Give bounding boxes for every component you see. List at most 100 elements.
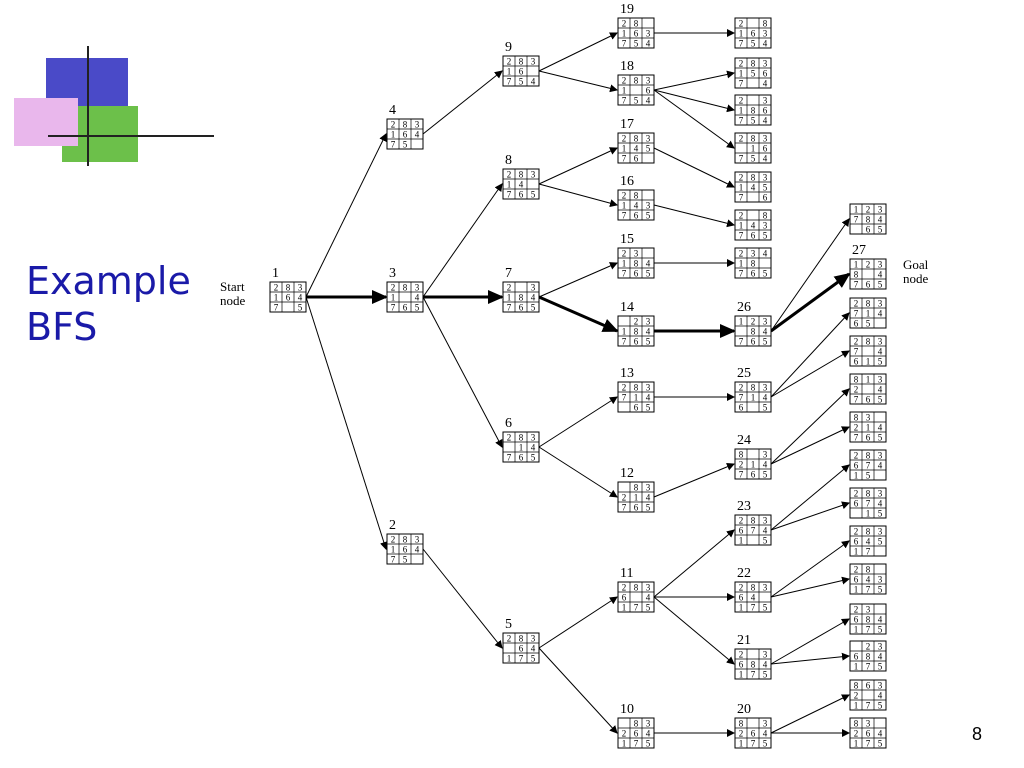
board-tile: 7 [866,461,871,471]
board-tile: 3 [646,76,651,86]
board-tile: 6 [739,403,744,413]
board-tile: 4 [763,327,768,337]
board-tile: 5 [634,39,639,49]
board-tile: 1 [739,183,744,193]
board-tile: 7 [751,739,756,749]
board-tile: 5 [878,585,883,595]
board-tile: 1 [854,205,859,215]
board-frame [617,189,655,221]
board-tile: 2 [622,76,627,86]
board-tile: 2 [854,489,859,499]
board-tile: 7 [739,79,744,89]
board-tile: 1 [507,180,512,190]
board-tile: 7 [854,395,859,405]
board-tile: 7 [866,625,871,635]
board-tile: 3 [763,221,768,231]
board-tile: 7 [622,337,627,347]
board-tile: 5 [763,536,768,546]
board-frame [734,648,772,680]
board-tile: 8 [634,483,639,493]
board-tile: 5 [878,662,883,672]
board-tile: 1 [622,144,627,154]
board-tile: 7 [391,555,396,565]
board-tile: 8 [751,583,756,593]
board-frame [734,581,772,613]
board-frame [502,431,540,463]
board-frame [734,717,772,749]
board-tile: 2 [622,729,627,739]
node-number-label: 26 [737,300,751,315]
board-tile: 6 [286,293,291,303]
board-tile: 4 [751,221,756,231]
board-tile: 8 [751,383,756,393]
board-tile: 5 [646,144,651,154]
board-tile: 3 [866,605,871,615]
board-tile: 8 [866,652,871,662]
board-frame [617,315,655,347]
board-tile: 2 [854,451,859,461]
board-tile: 2 [507,57,512,67]
tree-edge [422,183,503,298]
board-tile: 8 [634,76,639,86]
board-tile: 4 [763,79,768,89]
board-frame [849,640,887,672]
board-tile: 4 [298,293,303,303]
node-number-label: 3 [389,266,396,281]
board-tile: 6 [519,67,524,77]
board-tile: 7 [866,701,871,711]
board-tile: 1 [739,69,744,79]
board-tile: 3 [531,170,536,180]
board-tile: 3 [878,681,883,691]
board-tile: 7 [751,603,756,613]
board-tile: 2 [507,433,512,443]
board-tile: 3 [298,283,303,293]
board-tile: 3 [763,719,768,729]
board-tile: 7 [622,211,627,221]
board-tile: 5 [646,603,651,613]
board-tile: 2 [866,642,871,652]
node-number-label: 9 [505,40,512,55]
board-tile: 8 [763,211,768,221]
board-tile: 6 [854,357,859,367]
board-tile: 3 [866,719,871,729]
tree-edge [653,147,735,188]
board-tile: 2 [854,565,859,575]
board-tile: 7 [739,154,744,164]
board-tile: 3 [878,375,883,385]
board-tile: 3 [878,451,883,461]
board-tile: 8 [519,634,524,644]
board-tile: 1 [751,393,756,403]
tree-edge [770,501,850,531]
board-tile: 3 [531,283,536,293]
board-frame [502,55,540,87]
board-frame [617,17,655,49]
edges-layer [305,29,851,737]
board-tile: 7 [866,739,871,749]
board-tile: 8 [866,565,871,575]
slide-title: Example BFS [26,259,191,350]
board-tile: 7 [866,585,871,595]
tree-edge [770,576,850,598]
board-tile: 1 [634,493,639,503]
board-tile: 4 [634,144,639,154]
board-tile: 2 [739,249,744,259]
board-tile: 6 [622,593,627,603]
board-tile: 6 [763,106,768,116]
board-tile: 8 [519,170,524,180]
board-tile: 5 [763,183,768,193]
tree-edge [538,396,618,448]
tree-edge [770,388,850,465]
board-tile: 3 [763,650,768,660]
board-tile: 6 [634,29,639,39]
board-tile: 5 [751,154,756,164]
node-number-label: 14 [620,300,634,315]
board-tile: 4 [763,729,768,739]
